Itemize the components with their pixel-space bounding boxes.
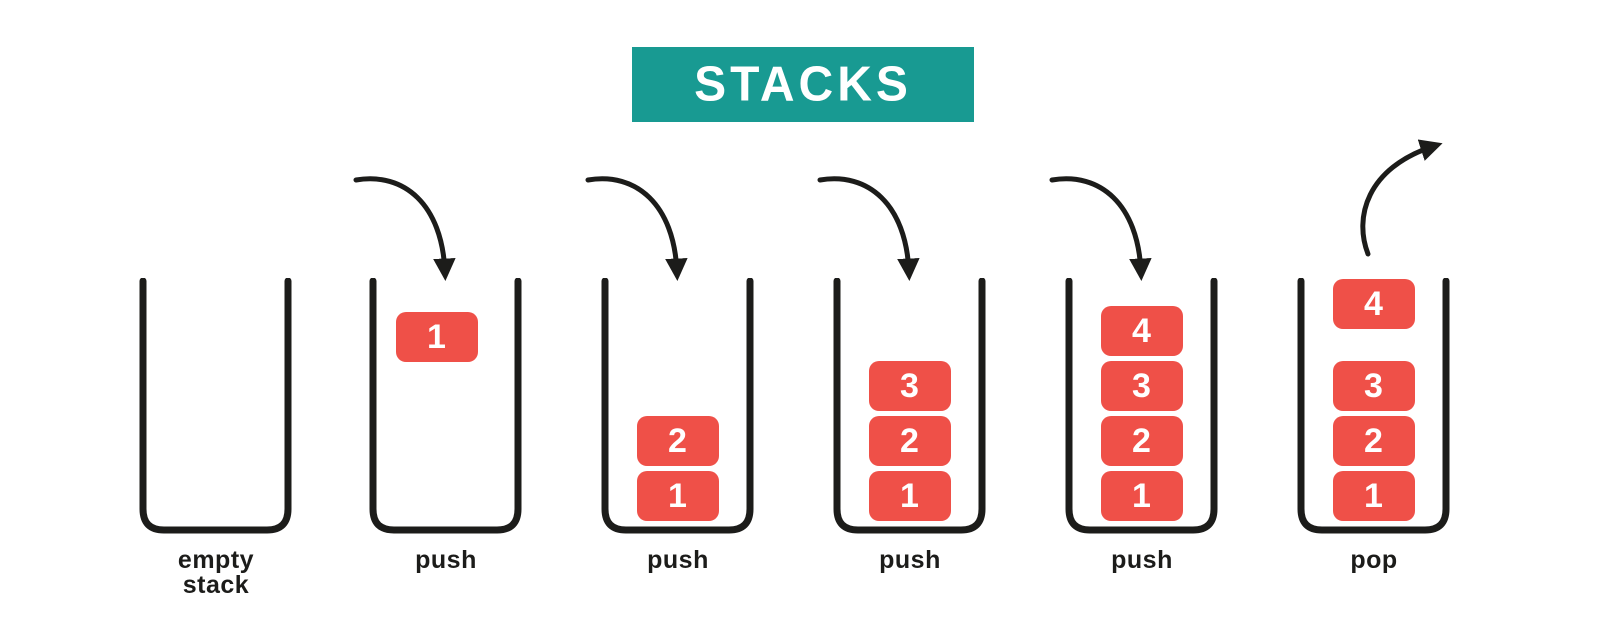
stage-label: pop (1350, 546, 1398, 574)
stack-block: 3 (868, 361, 951, 411)
stack-block: 4 (1100, 306, 1183, 356)
stack-blocks: 2 1 (601, 416, 754, 521)
stack-block-popped: 4 (1332, 279, 1415, 329)
stack-container-outline (833, 278, 986, 534)
stack-container: 4 3 2 1 (1065, 278, 1218, 537)
stack-container-outline (369, 278, 522, 534)
stage-pop: 4 3 2 1 pop (1294, 130, 1454, 620)
stage-label: empty stack (177, 546, 255, 599)
push-arrow-icon (1049, 176, 1152, 281)
stack-blocks: 4 3 2 1 (1065, 306, 1218, 521)
stack-container: 3 2 1 (833, 278, 986, 537)
stage-label: push (1111, 546, 1173, 574)
push-arrow-icon (585, 176, 688, 281)
stack-container (139, 278, 292, 537)
stack-blocks: 3 2 1 (833, 361, 986, 521)
stage-push-4: 4 3 2 1 push (1049, 130, 1222, 620)
title-banner: STACKS (632, 47, 974, 122)
stack-block: 3 (1100, 361, 1183, 411)
stack-block: 1 (868, 471, 951, 521)
stage-label: push (647, 546, 709, 574)
stack-blocks: 3 2 1 (1297, 361, 1450, 521)
stack-container: 4 3 2 1 (1297, 278, 1450, 537)
stack-block: 1 (1332, 471, 1415, 521)
stack-container-outline (1297, 278, 1450, 534)
stack-block: 2 (1100, 416, 1183, 466)
stack-container-outline (139, 278, 292, 534)
stage-push-1: 1 push (353, 130, 526, 620)
stack-container: 2 1 (601, 278, 754, 537)
stack-block: 2 (636, 416, 719, 466)
stack-block: 3 (1332, 361, 1415, 411)
stack-container-outline (1065, 278, 1218, 534)
stage-empty-stack: empty stack (136, 130, 296, 620)
push-arrow-icon (353, 176, 456, 281)
stage-push-3: 3 2 1 push (817, 130, 990, 620)
stack-block: 1 (395, 312, 478, 362)
pop-arrow-icon (1360, 139, 1443, 257)
stack-block: 2 (1332, 416, 1415, 466)
page-title: STACKS (694, 57, 912, 112)
stack-block: 2 (868, 416, 951, 466)
stack-block: 1 (636, 471, 719, 521)
stage-label: push (415, 546, 477, 574)
stage-label: push (879, 546, 941, 574)
stack-block: 1 (1100, 471, 1183, 521)
stack-container: 1 (369, 278, 522, 537)
push-arrow-icon (817, 176, 920, 281)
stage-push-2: 2 1 push (585, 130, 758, 620)
stack-container-outline (601, 278, 754, 534)
